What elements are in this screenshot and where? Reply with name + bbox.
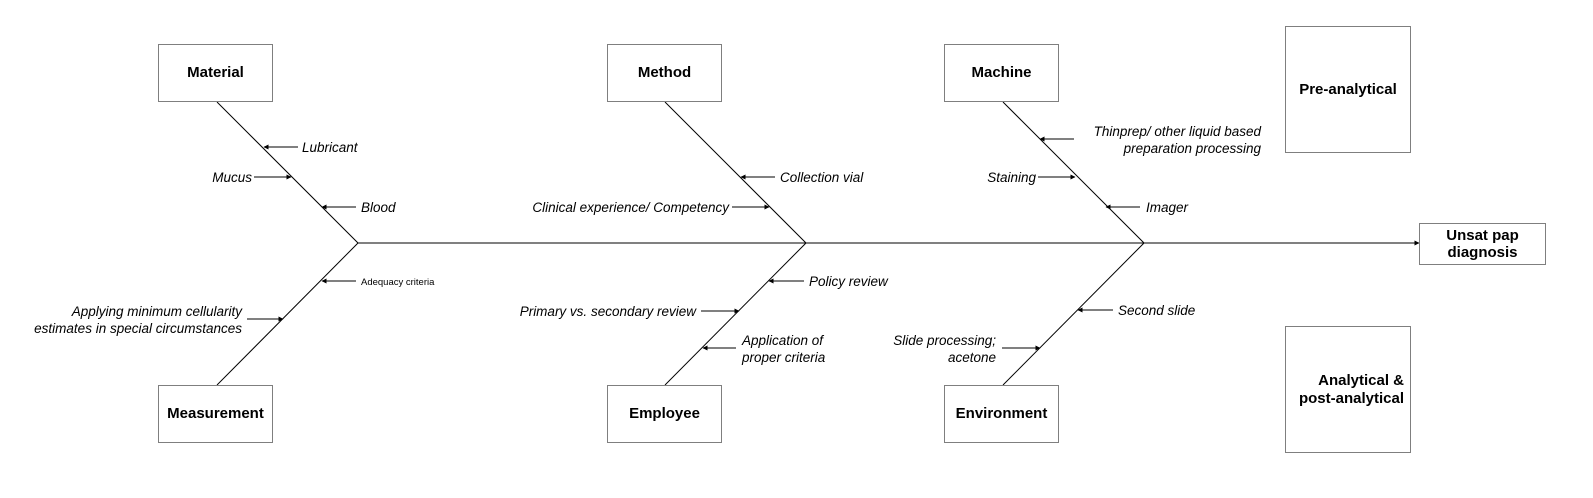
cause-imager: Imager bbox=[1146, 200, 1189, 215]
effect-box: Unsat pap diagnosis bbox=[1419, 223, 1546, 265]
cause-lubricant: Lubricant bbox=[302, 140, 358, 155]
cause-second-slide: Second slide bbox=[1118, 303, 1196, 318]
cause-thinprep-line2: preparation processing bbox=[1123, 141, 1261, 156]
cause-applying-minimum: Applying minimum cellularity estimates i… bbox=[34, 303, 242, 337]
effect-line1: Unsat pap bbox=[1446, 226, 1519, 244]
cause-application-line1: Application of bbox=[742, 333, 824, 348]
phase-pre-analytical-label: Pre-analytical bbox=[1299, 80, 1397, 98]
measurement-bone bbox=[216, 242, 359, 386]
environment-bone bbox=[1002, 242, 1145, 386]
category-environment: Environment bbox=[944, 385, 1059, 443]
phase-analytical-line1: Analytical & bbox=[1318, 372, 1404, 390]
cause-thinprep-line1: Thinprep/ other liquid based bbox=[1093, 124, 1261, 139]
cause-applying-line2: estimates in special circumstances bbox=[34, 321, 242, 336]
phase-pre-analytical: Pre-analytical bbox=[1285, 26, 1411, 153]
cause-slide-processing: Slide processing; acetone bbox=[893, 332, 996, 366]
category-machine: Machine bbox=[944, 44, 1059, 102]
phase-analytical: Analytical & post-analytical bbox=[1285, 326, 1411, 453]
employee-bone bbox=[664, 242, 807, 386]
cause-policy-review: Policy review bbox=[809, 274, 888, 289]
category-material: Material bbox=[158, 44, 273, 102]
category-measurement: Measurement bbox=[158, 385, 273, 443]
cause-clinical-experience: Clinical experience/ Competency bbox=[532, 200, 729, 215]
cause-mucus: Mucus bbox=[212, 170, 252, 185]
cause-thinprep: Thinprep/ other liquid based preparation… bbox=[1094, 123, 1261, 157]
material-bone bbox=[216, 101, 359, 244]
category-method: Method bbox=[607, 44, 722, 102]
cause-collection-vial: Collection vial bbox=[780, 170, 864, 185]
cause-adequacy-criteria: Adequacy criteria bbox=[361, 277, 435, 288]
cause-application-criteria: Application of proper criteria bbox=[742, 332, 825, 366]
cause-blood: Blood bbox=[361, 200, 396, 215]
cause-staining: Staining bbox=[987, 170, 1036, 185]
cause-applying-line1: Applying minimum cellularity bbox=[71, 304, 242, 319]
phase-analytical-line2: post-analytical bbox=[1298, 389, 1404, 407]
cause-slide-processing-line1: Slide processing; bbox=[893, 333, 996, 348]
machine-bone bbox=[1002, 101, 1145, 244]
cause-slide-processing-line2: acetone bbox=[947, 350, 996, 365]
category-employee: Employee bbox=[607, 385, 722, 443]
cause-application-line2: proper criteria bbox=[742, 350, 826, 365]
method-bone bbox=[664, 101, 807, 244]
cause-primary-secondary: Primary vs. secondary review bbox=[519, 304, 696, 319]
effect-line2: diagnosis bbox=[1447, 244, 1518, 261]
